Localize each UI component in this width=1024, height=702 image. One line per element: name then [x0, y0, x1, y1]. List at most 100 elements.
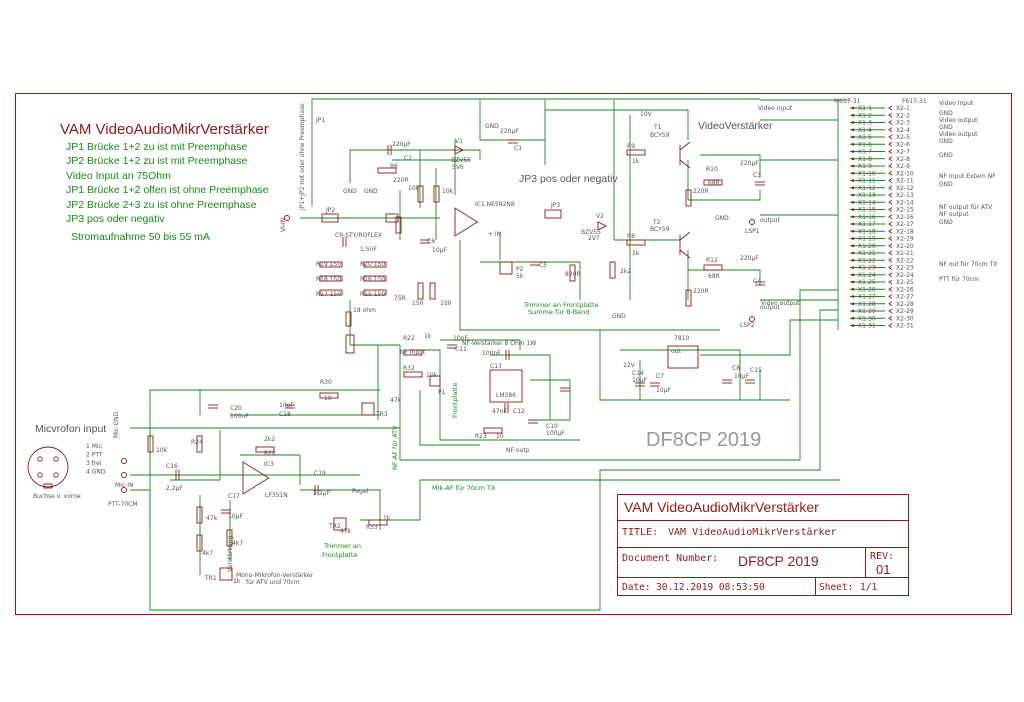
schematic-label: C12 [513, 408, 525, 415]
schematic-label: LF351N [265, 492, 288, 499]
jumper-note: JP2 Brücke 1+2 zu ist mit Preemphase [66, 155, 248, 168]
schematic-label: 4 GND [86, 469, 106, 476]
wire [700, 319, 838, 356]
rev-label: REV: [870, 551, 895, 562]
schematic-label: output [760, 304, 780, 311]
diode-v2 [597, 221, 608, 231]
schematic-label: X1-9 [858, 163, 872, 170]
wire [599, 330, 790, 401]
schematic-label: X1-7 [858, 149, 872, 156]
schematic-label: C7 [656, 373, 664, 380]
schematic-label: X1-15 [858, 207, 876, 214]
resistor-r5 [417, 185, 424, 203]
schematic-label: 10k [408, 185, 420, 192]
connector-socket [888, 323, 893, 328]
schematic-label: 220µF [392, 141, 411, 148]
connector-socket [888, 272, 893, 278]
mic-socket [27, 446, 69, 488]
connector-pin [851, 266, 855, 269]
schematic-label: 1 Mic [86, 443, 102, 450]
resistor-r29 [196, 534, 203, 552]
schematic-label: X1-23 [858, 265, 876, 272]
jumper-note: Video Input an 75Ohm [66, 169, 171, 182]
t1-transistor [679, 159, 691, 169]
schematic-label: R33 [366, 524, 378, 531]
schematic-label: 1k [424, 333, 432, 340]
schematic-label: 150 [412, 300, 424, 307]
schematic-label: X1-2 [858, 112, 872, 119]
resistor-r3 [417, 282, 424, 300]
resistor-r13 [685, 289, 692, 307]
resistor-r10 [703, 179, 723, 186]
schematic-label: VI-IN [280, 218, 287, 232]
schematic-label: X2-13 [896, 192, 914, 199]
schematic-label: C9-STY/ROFLEX [335, 232, 382, 239]
schematic-label: 4k7 [232, 540, 243, 547]
connector-pin [851, 171, 855, 175]
schematic-label: X1-19 [858, 236, 876, 243]
schematic-label: 2,2µF [166, 485, 183, 492]
schematic-label: Video Input [939, 100, 974, 107]
schematic-label: R26 [264, 450, 276, 457]
jumper-jp1 [385, 213, 399, 223]
schematic-label: 220R [693, 288, 709, 295]
schematic-label: X2-31 [896, 323, 914, 330]
schematic-label: R32 [403, 365, 415, 372]
wire [530, 395, 571, 421]
schematic-label: Video output [939, 131, 978, 138]
ic1-amplifier [454, 207, 479, 237]
schematic-label: BZV55 [581, 229, 601, 236]
schematic-label: Video Input [758, 105, 793, 112]
wire [440, 339, 521, 350]
schematic-label: BCY59 [650, 132, 670, 139]
schematic-label: 10µF [632, 377, 647, 384]
schematic-label: NF-Verstärker 8 Ohm 1W [462, 340, 536, 347]
schematic-label: X1-21 [858, 250, 876, 257]
schematic-label: X1-5 [858, 134, 872, 141]
schematic-label: R22 [403, 335, 415, 342]
connector-pin [851, 128, 855, 132]
jumper-note: JP3 pos oder negativ [66, 213, 165, 225]
schematic-label: Mik-AF für 70cm TX [432, 484, 496, 492]
connector-socket [888, 315, 893, 321]
connector-socket [888, 127, 893, 133]
resistor-r32 [403, 349, 423, 356]
schematic-label: C3 [753, 172, 761, 179]
sheet-value: 1/1 [860, 582, 878, 593]
schematic-label: GND [485, 123, 499, 130]
schematic-label: 4k7 [202, 550, 213, 557]
schematic-label: 10µF [656, 387, 671, 394]
mic-socket-pin [53, 472, 59, 478]
resistor-r23 [483, 427, 503, 434]
wire [130, 309, 838, 611]
connector-pin [851, 208, 855, 211]
connector-pin [851, 316, 855, 320]
schematic-label: R9 [627, 143, 635, 150]
schematic-label: GND [939, 152, 953, 159]
jumper-jp2 [321, 213, 339, 223]
schematic-label: R17 150 [316, 291, 341, 298]
schematic-label: R19 150 [316, 261, 341, 268]
resistor-r2 [429, 282, 436, 300]
schematic-label: LSP1 [745, 228, 760, 235]
date-value: 30.12.2019 08:53:50 [656, 582, 765, 593]
resistor-r11 [685, 189, 692, 207]
diode-v1 [454, 145, 465, 155]
resistor-r6 [377, 167, 397, 174]
connector-pin [851, 186, 855, 190]
resistor-r4 [433, 185, 440, 203]
connector-socket [888, 120, 893, 125]
schematic-label: C4 [753, 278, 761, 285]
schematic-label: T2 [652, 219, 661, 226]
schematic-label: Frontplatte [322, 551, 357, 559]
connector-socket [888, 192, 893, 198]
schematic-label: GND [939, 219, 953, 226]
wire [420, 349, 580, 441]
wire [545, 109, 689, 140]
schematic-label: X1-11 [858, 178, 876, 185]
schematic-label: NF-AF für ATV [391, 425, 399, 470]
schematic-label: 18 ohm [353, 307, 376, 314]
schematic-label: 1k [632, 158, 640, 165]
schematic-label: R20 150 [360, 261, 385, 268]
schematic-label: R8 [627, 233, 635, 240]
